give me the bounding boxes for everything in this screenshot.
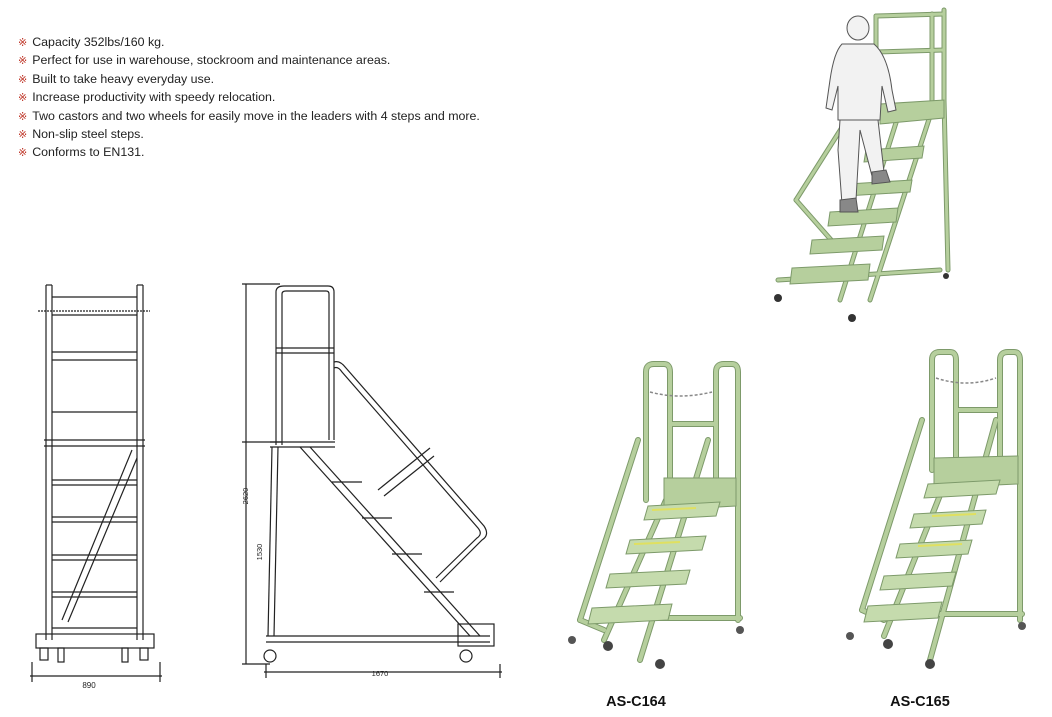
bullet-mark-icon: ※ — [18, 129, 28, 142]
feature-item: ※ Perfect for use in warehouse, stockroom… — [18, 52, 480, 70]
ladder-with-worker-photo — [774, 7, 951, 322]
platform-height-dimension: 1530 — [255, 544, 264, 561]
feature-item: ※ Two castors and two wheels for easily m… — [18, 108, 480, 126]
feature-item: ※ Conforms to EN131. — [18, 144, 480, 162]
feature-text: Capacity 352lbs/160 kg. — [32, 35, 165, 49]
feature-text: Increase productivity with speedy reloca… — [32, 90, 276, 105]
bullet-mark-icon: ※ — [18, 37, 28, 49]
feature-item: ※ Non-slip steel steps. — [18, 126, 480, 144]
feature-list: ※ Capacity 352lbs/160 kg. ※ Perfect for us… — [18, 34, 480, 163]
ladder-as-c165-photo — [846, 349, 1026, 669]
side-view-drawing — [242, 283, 502, 678]
worker-sketch — [825, 15, 897, 213]
feature-item: ※ Built to take heavy everyday use. — [18, 71, 480, 89]
bullet-mark-icon: ※ — [18, 92, 28, 105]
bullet-mark-icon: ※ — [18, 55, 28, 68]
model-label-as-c165: AS-C165 — [890, 694, 950, 710]
feature-text: Conforms to EN131. — [32, 145, 145, 160]
feature-text: Built to take heavy everyday use. — [32, 71, 215, 86]
model-label-as-c164: AS-C164 — [606, 694, 666, 710]
bullet-mark-icon: ※ — [18, 147, 28, 160]
feature-item: ※ Increase productivity with speedy reloc… — [18, 89, 480, 107]
front-view-drawing — [30, 284, 162, 682]
overall-height-dimension: 2620 — [241, 488, 250, 505]
feature-text: Perfect for use in warehouse, stockroom … — [32, 53, 391, 68]
side-depth-dimension: 1670 — [372, 669, 389, 678]
feature-text: Non-slip steel steps. — [32, 127, 144, 142]
feature-text: Two castors and two wheels for easily mo… — [32, 108, 480, 123]
bullet-mark-icon: ※ — [18, 73, 28, 86]
bullet-mark-icon: ※ — [18, 110, 28, 123]
front-width-dimension: 890 — [82, 681, 96, 690]
feature-item: ※ Capacity 352lbs/160 kg. — [18, 34, 480, 52]
ladder-as-c164-photo — [568, 361, 744, 669]
